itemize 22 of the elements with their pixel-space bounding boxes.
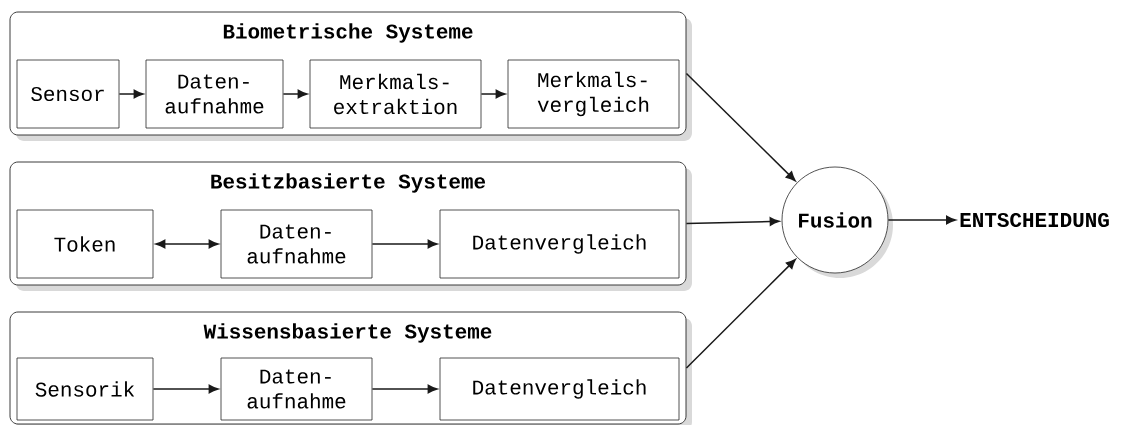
process-box: Datenvergleich (439, 209, 680, 279)
arrow (887, 215, 956, 225)
arrow (371, 384, 438, 394)
process-box: Token (16, 209, 154, 279)
process-box: Daten- aufnahme (220, 357, 373, 421)
process-box: Sensorik (16, 357, 154, 421)
process-box: Daten- aufnahme (145, 59, 284, 129)
arrow (282, 89, 308, 99)
arrow (155, 239, 219, 249)
result-text: ENTSCHEIDUNG (960, 212, 1109, 228)
process-box: Datenvergleich (439, 357, 680, 421)
arrow (371, 239, 438, 249)
process-box: Sensor (16, 59, 120, 129)
arrow (685, 72, 796, 182)
process-box: Merkmals- vergleich (507, 59, 680, 129)
process-box: Daten- aufnahme (220, 209, 373, 279)
arrow (685, 217, 780, 226)
arrow (685, 258, 796, 369)
arrow (152, 384, 219, 394)
arrow (118, 89, 144, 99)
arrow (480, 89, 506, 99)
process-box: Merkmals- extraktion (309, 59, 482, 129)
